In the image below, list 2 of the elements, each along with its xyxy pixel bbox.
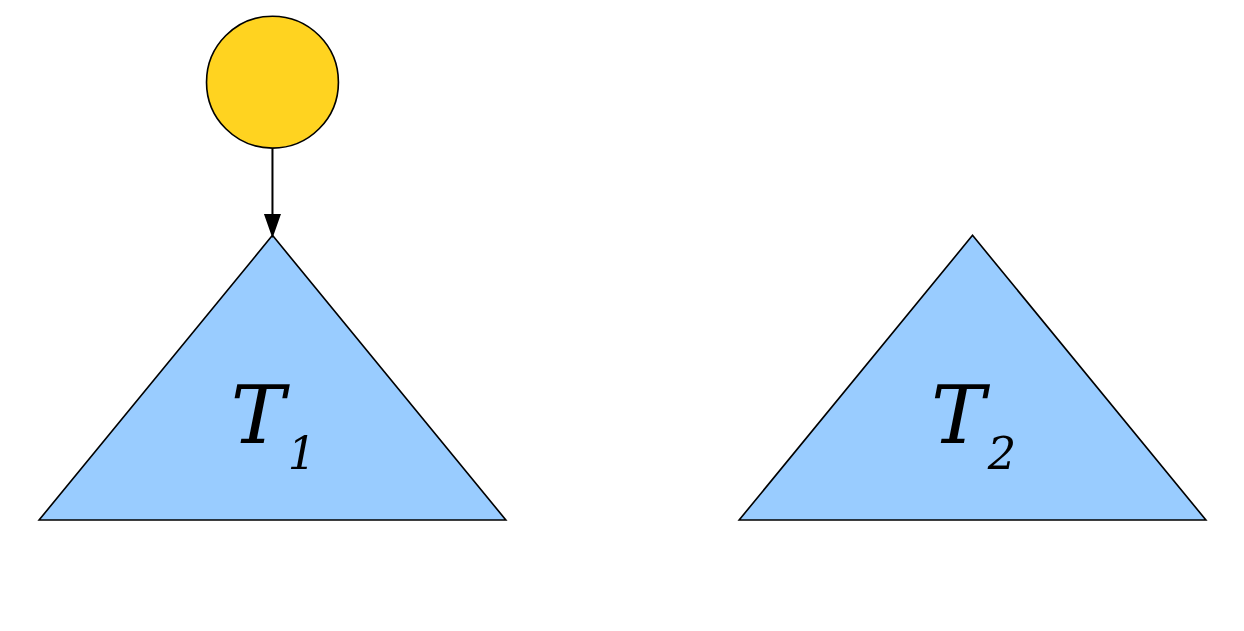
node-circle xyxy=(205,15,339,149)
arrow xyxy=(263,148,281,239)
